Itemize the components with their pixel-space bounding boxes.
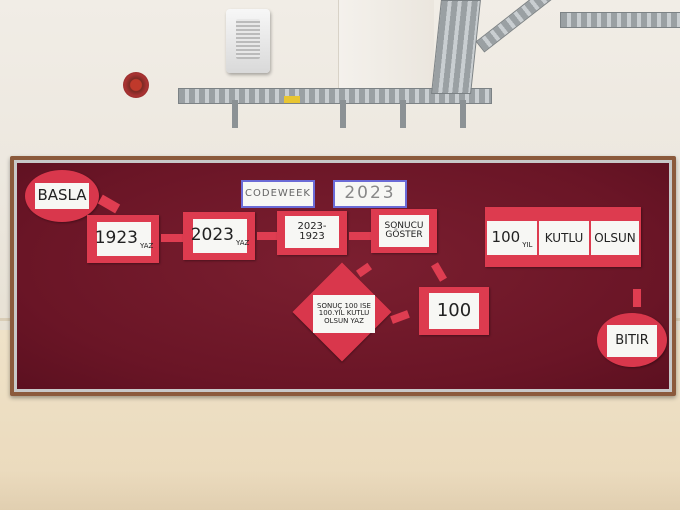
result-100-text: 100 <box>436 299 472 321</box>
connector <box>257 232 277 240</box>
cable-tray-horizontal <box>178 88 492 104</box>
banner-olsun-text: OLSUN <box>594 230 636 245</box>
connector <box>97 194 121 214</box>
step-1923-text: 1923 <box>94 228 138 249</box>
connector <box>349 232 371 240</box>
cable-tray-upper <box>560 12 680 28</box>
start-label: BASLA <box>35 183 89 209</box>
connector <box>161 234 183 242</box>
header-year-text: 2023 <box>344 183 396 204</box>
smoke-detector <box>123 72 149 98</box>
connector <box>355 262 373 278</box>
warning-label <box>284 96 300 103</box>
step-2023-text: 2023 <box>190 225 234 246</box>
tray-bracket <box>460 100 466 128</box>
decision-label: SONUÇ 100 ISE 100.YIL KUTLU OLSUN YAZ <box>313 295 375 333</box>
step-show-result-label: SONUCU GÖSTER <box>379 215 429 247</box>
tray-bracket <box>340 100 346 128</box>
step-1923-label: 1923 YAZ <box>94 222 154 256</box>
step-2023-sub: YAZ <box>235 238 250 247</box>
step-show-result-text: SONUCU GÖSTER <box>384 220 424 240</box>
decision-text: SONUÇ 100 ISE 100.YIL KUTLU OLSUN YAZ <box>317 301 371 325</box>
banner-cell-olsun: OLSUN <box>591 221 639 255</box>
start-text: BASLA <box>37 186 87 205</box>
step-diff-label: 2023-1923 <box>285 216 339 248</box>
header-year: 2023 <box>333 180 407 208</box>
header-codeweek: CODEWEEK <box>241 180 315 208</box>
connector <box>390 310 410 324</box>
tray-bracket <box>232 100 238 128</box>
connector <box>431 262 447 282</box>
step-1923-sub: YAZ <box>139 241 154 250</box>
banner-cell-kutlu: KUTLU <box>539 221 589 255</box>
board-felt: CODEWEEK 2023 BASLA 1923 YAZ 2023 YAZ <box>17 163 669 389</box>
result-100-label: 100 <box>429 293 479 329</box>
banner-kutlu-text: KUTLU <box>544 230 584 245</box>
end-text: BITIR <box>615 333 649 349</box>
wall-speaker <box>226 9 270 73</box>
banner-100-text: 100 <box>491 228 521 247</box>
end-label: BITIR <box>607 325 657 357</box>
banner-year-sub: YIL <box>522 240 533 249</box>
bulletin-board: CODEWEEK 2023 BASLA 1923 YAZ 2023 YAZ <box>10 156 676 396</box>
step-2023-label: 2023 YAZ <box>190 219 250 253</box>
header-codeweek-text: CODEWEEK <box>245 187 311 199</box>
banner-cell-100: 100 YIL <box>487 221 537 255</box>
connector <box>633 289 641 307</box>
wall-column <box>338 0 434 88</box>
board-frame: CODEWEEK 2023 BASLA 1923 YAZ 2023 YAZ <box>14 160 672 392</box>
floor-shadow <box>0 470 680 510</box>
step-diff-text: 2023-1923 <box>297 220 327 242</box>
tray-bracket <box>400 100 406 128</box>
